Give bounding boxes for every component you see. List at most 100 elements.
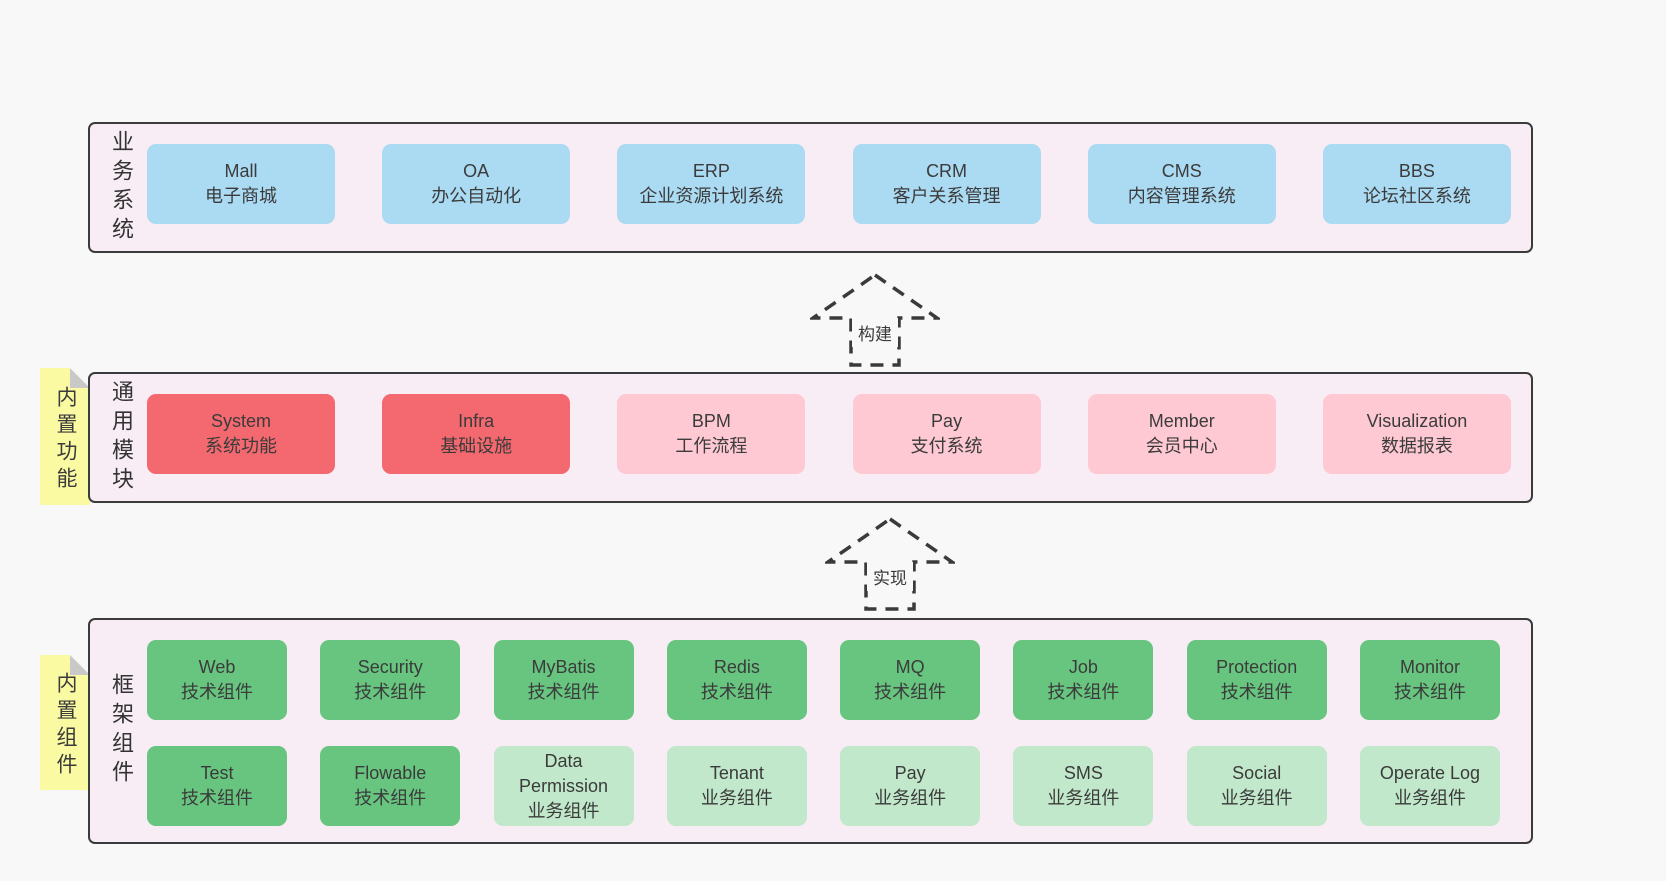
layer-common-modules: 通用模块 System 系统功能 Infra 基础设施 BPM 工作流程 Pay…	[88, 372, 1533, 503]
box-subtitle: 技术组件	[181, 788, 253, 808]
box-title: Visualization	[1366, 411, 1468, 431]
box-subtitle: 技术组件	[354, 788, 427, 808]
box-subtitle: 业务组件	[700, 788, 773, 808]
box-subtitle: 技术组件	[1220, 682, 1293, 702]
box-title: ERP	[692, 161, 730, 181]
box-title: Job	[1068, 657, 1098, 677]
box-row: Web 技术组件 Security 技术组件 MyBatis 技术组件 Redi…	[147, 640, 1500, 720]
arrow-implement: 实现	[825, 516, 955, 612]
box-tenant: Tenant 业务组件	[666, 746, 807, 826]
box-subtitle: 内容管理系统	[1127, 186, 1236, 206]
box-data-permission: Data Permission 业务组件	[493, 746, 634, 826]
box-subtitle: 数据报表	[1380, 436, 1453, 456]
box-subtitle: 支付系统	[910, 436, 983, 456]
box-row: System 系统功能 Infra 基础设施 BPM 工作流程 Pay 支付系统…	[147, 394, 1511, 474]
arrow-label: 构建	[852, 318, 898, 347]
box-title: Pay	[931, 411, 963, 431]
box-subtitle: 技术组件	[354, 682, 427, 702]
sticky-note-label: 内置组件	[54, 671, 77, 780]
box-subtitle: 技术组件	[1393, 682, 1466, 702]
box-cms: CMS 内容管理系统	[1087, 144, 1276, 224]
box-subtitle: 论坛社区系统	[1362, 186, 1471, 206]
box-subtitle: 会员中心	[1145, 436, 1218, 456]
box-title: BPM	[691, 411, 731, 431]
box-subtitle: 工作流程	[675, 436, 748, 456]
box-title: Tenant	[709, 763, 764, 783]
box-subtitle: 系统功能	[205, 436, 277, 456]
box-subtitle: 业务组件	[1220, 788, 1293, 808]
box-title: CMS	[1161, 161, 1202, 181]
box-crm: CRM 客户关系管理	[852, 144, 1041, 224]
layer-framework-components: 框架组件 Web 技术组件 Security 技术组件 MyBatis 技术组件…	[88, 618, 1533, 844]
box-title: Data Permission	[519, 750, 609, 796]
box-title: Redis	[713, 657, 760, 677]
box-infra: Infra 基础设施	[382, 394, 571, 474]
box-row: Mall 电子商城 OA 办公自动化 ERP 企业资源计划系统 CRM 客户关系…	[147, 144, 1511, 224]
box-monitor: Monitor 技术组件	[1359, 640, 1500, 720]
box-visualization: Visualization 数据报表	[1322, 394, 1511, 474]
box-title: Pay	[894, 763, 926, 783]
box-title: MQ	[895, 657, 925, 677]
box-title: MyBatis	[531, 657, 596, 677]
box-job: Job 技术组件	[1013, 640, 1154, 720]
box-title: System	[210, 411, 271, 431]
box-title: SMS	[1063, 763, 1103, 783]
box-pay: Pay 支付系统	[852, 394, 1041, 474]
box-member: Member 会员中心	[1087, 394, 1276, 474]
sticky-note-builtin-components: 内置组件	[40, 655, 90, 790]
box-mybatis: MyBatis 技术组件	[493, 640, 634, 720]
box-system: System 系统功能	[147, 394, 335, 474]
box-pay: Pay 业务组件	[840, 746, 981, 826]
box-title: Operate Log	[1379, 763, 1480, 783]
box-subtitle: 技术组件	[1047, 682, 1120, 702]
box-web: Web 技术组件	[147, 640, 287, 720]
layer-side-label: 框架组件	[109, 673, 134, 789]
box-test: Test 技术组件	[147, 746, 287, 826]
box-title: Security	[357, 657, 423, 677]
arrow-build: 构建	[810, 272, 940, 368]
sticky-note-builtin-features: 内置功能	[40, 368, 90, 505]
box-oa: OA 办公自动化	[382, 144, 571, 224]
box-subtitle: 技术组件	[874, 682, 947, 702]
box-title: OA	[463, 161, 490, 181]
box-protection: Protection 技术组件	[1186, 640, 1327, 720]
box-subtitle: 技术组件	[700, 682, 773, 702]
box-title: Web	[198, 657, 236, 677]
box-social: Social 业务组件	[1186, 746, 1327, 826]
box-sms: SMS 业务组件	[1013, 746, 1154, 826]
box-title: Protection	[1216, 657, 1298, 677]
arrow-label: 实现	[867, 562, 913, 591]
box-title: Test	[200, 763, 234, 783]
box-security: Security 技术组件	[320, 640, 461, 720]
box-title: Social	[1232, 763, 1282, 783]
box-subtitle: 办公自动化	[431, 186, 522, 206]
box-bpm: BPM 工作流程	[617, 394, 806, 474]
box-mq: MQ 技术组件	[840, 640, 981, 720]
box-subtitle: 电子商城	[205, 186, 277, 206]
box-title: Member	[1148, 411, 1215, 431]
box-mall: Mall 电子商城	[147, 144, 335, 224]
box-subtitle: 业务组件	[1047, 788, 1120, 808]
box-row: Test 技术组件 Flowable 技术组件 Data Permission …	[147, 746, 1500, 826]
layer-business-systems: 业务系统 Mall 电子商城 OA 办公自动化 ERP 企业资源计划系统 CRM…	[88, 122, 1533, 253]
box-erp: ERP 企业资源计划系统	[617, 144, 806, 224]
layer-side-label: 业务系统	[109, 129, 134, 246]
box-subtitle: 技术组件	[181, 682, 253, 702]
box-title: BBS	[1398, 161, 1435, 181]
box-title: CRM	[926, 161, 968, 181]
sticky-note-label: 内置功能	[54, 385, 77, 494]
box-title: Mall	[224, 161, 258, 181]
box-subtitle: 业务组件	[874, 788, 947, 808]
layer-side-label: 通用模块	[109, 379, 134, 496]
box-subtitle: 业务组件	[1393, 788, 1466, 808]
dashed-up-arrow-icon	[810, 272, 940, 367]
box-redis: Redis 技术组件	[666, 640, 807, 720]
box-flowable: Flowable 技术组件	[320, 746, 461, 826]
box-operate-log: Operate Log 业务组件	[1359, 746, 1500, 826]
box-title: Monitor	[1399, 657, 1460, 677]
box-title: Infra	[458, 411, 495, 431]
box-subtitle: 企业资源计划系统	[639, 186, 784, 206]
box-bbs: BBS 论坛社区系统	[1322, 144, 1511, 224]
box-subtitle: 业务组件	[527, 800, 600, 821]
